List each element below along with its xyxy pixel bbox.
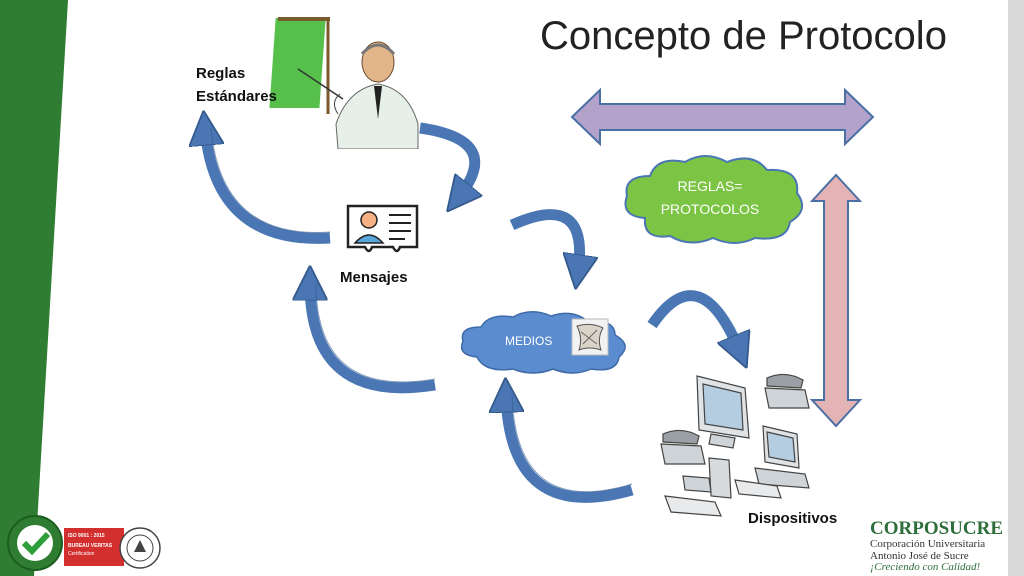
label-dispositivos: Dispositivos bbox=[748, 510, 838, 527]
slide-title: Concepto de Protocolo bbox=[540, 14, 947, 58]
arrow-mensajes-to-reglas bbox=[205, 128, 331, 244]
right-border bbox=[1008, 0, 1024, 576]
iso-text-2: BUREAU VERITAS bbox=[68, 543, 113, 549]
corposucre-line3: Antonio José de Sucre bbox=[870, 550, 969, 562]
teacher-icon bbox=[269, 17, 419, 149]
arrow-mensajes-to-medios bbox=[509, 209, 580, 272]
corposucre-name: CORPOSUCRE bbox=[870, 518, 1004, 539]
horizontal-double-arrow bbox=[570, 88, 875, 146]
corposucre-line2: Corporación Universitaria bbox=[870, 538, 986, 550]
left-green-strip bbox=[0, 0, 68, 576]
arrow-medios-to-mensajes bbox=[310, 283, 436, 394]
network-devices-icon bbox=[660, 373, 810, 517]
vertical-double-arrow bbox=[810, 173, 862, 428]
cloud-text-protocolos: PROTOCOLOS bbox=[660, 201, 760, 217]
cloud-text-medios: MEDIOS bbox=[505, 334, 553, 348]
label-estandares: Estándares bbox=[196, 88, 277, 105]
cloud-reglas-protocolos bbox=[624, 155, 804, 244]
scroll-icon bbox=[571, 318, 609, 356]
label-mensajes: Mensajes bbox=[340, 269, 408, 286]
arrow-medios-to-dispositivos bbox=[647, 290, 740, 352]
cloud-text-reglas: REGLAS= bbox=[677, 178, 743, 194]
arrow-dispositivos-to-medios bbox=[506, 395, 634, 503]
label-reglas: Reglas bbox=[196, 65, 246, 82]
iso-text-3: Certification bbox=[68, 551, 95, 557]
iso-text-1: ISO 9001 : 2015 bbox=[68, 533, 105, 539]
bureau-veritas-icon bbox=[119, 527, 161, 569]
corposucre-slogan: ¡Creciendo con Calidad! bbox=[870, 561, 981, 573]
arrow-reglas-to-mensajes bbox=[419, 122, 475, 198]
certified-seal-icon bbox=[7, 515, 63, 571]
id-card-icon bbox=[346, 204, 419, 253]
iso-badge bbox=[64, 528, 124, 566]
